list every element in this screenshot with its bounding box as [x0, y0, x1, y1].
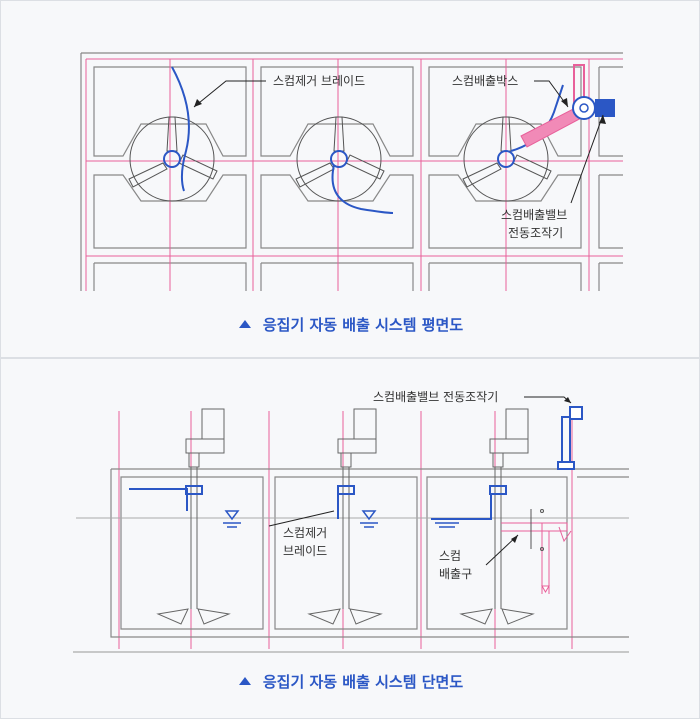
plan-view-caption: 응집기 자동 배출 시스템 평면도: [1, 314, 700, 335]
label-skim-box: 스컴배출박스: [452, 74, 518, 88]
agitator-3: [431, 408, 535, 625]
tank-grid: [80, 52, 623, 291]
leader-arrowheads: [194, 98, 606, 124]
outlet-bracket: [530, 509, 544, 551]
label-valve-line1: 스컴배출밸브: [501, 208, 567, 222]
triangle-up-icon: [238, 320, 251, 328]
tank-sections: [73, 468, 629, 653]
rotor-unit-2: [295, 116, 394, 214]
plan-view-drawing: 스컴제거 브레이드 스컴배출박스 스컴배출밸브 전동조작기: [80, 52, 623, 291]
label-blade-line2: 브레이드: [283, 544, 327, 558]
plan-view-panel: 스컴제거 브레이드 스컴배출박스 스컴배출밸브 전동조작기 응집기 자동 배출 …: [0, 0, 700, 358]
skim-valve: [572, 96, 615, 120]
valve-actuator: [557, 406, 583, 470]
agitator-1: [129, 408, 231, 625]
rotor-unit-3: [462, 84, 564, 202]
leader-lines: [193, 80, 604, 204]
label-outlet-line1: 스컴: [439, 549, 461, 563]
triangle-up-icon: [238, 677, 251, 685]
section-arrowheads: [511, 397, 571, 543]
label-valve-actuator: 스컴배출밸브 전동조작기: [373, 390, 498, 404]
rotor-unit-1: [128, 66, 218, 202]
label-blade-line1: 스컴제거: [283, 526, 327, 540]
agitator-2: [307, 408, 383, 625]
skim-outlet: [501, 522, 572, 594]
water-level-symbols: [223, 510, 459, 528]
grid-axes: [85, 58, 623, 291]
plan-view-caption-text: 응집기 자동 배출 시스템 평면도: [262, 316, 464, 334]
label-valve-line2: 전동조작기: [508, 226, 563, 240]
section-view-caption-text: 응집기 자동 배출 시스템 단면도: [262, 673, 464, 691]
section-view-panel: 스컴배출밸브 전동조작기 스컴제거 브레이드 스컴 배출구 응집기 자동 배출 …: [0, 358, 700, 719]
section-view-drawing: 스컴배출밸브 전동조작기 스컴제거 브레이드 스컴 배출구: [73, 390, 629, 653]
label-outlet-line2: 배출구: [439, 567, 472, 581]
section-view-caption: 응집기 자동 배출 시스템 단면도: [1, 671, 700, 692]
label-skim-blade: 스컴제거 브레이드: [273, 74, 365, 88]
